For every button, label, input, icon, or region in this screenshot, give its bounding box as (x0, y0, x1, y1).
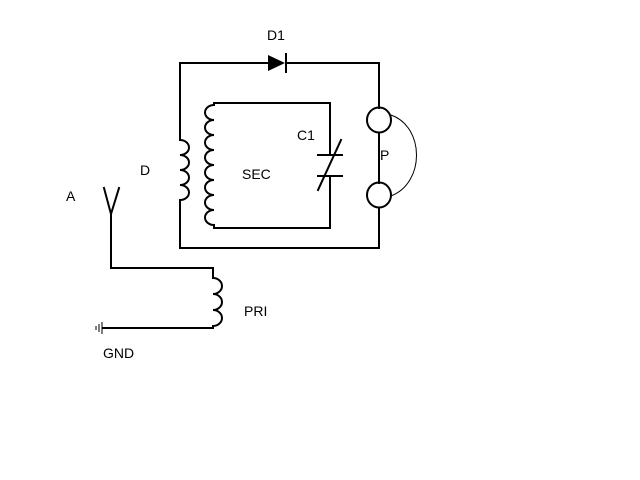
coil-d-symbol (178, 138, 190, 202)
outer-loop-wires (179, 62, 380, 249)
label-sec: SEC (242, 166, 271, 182)
secondary-loop-wires (213, 102, 331, 229)
label-d1: D1 (267, 27, 285, 43)
antenna-symbol (102, 186, 214, 279)
label-d: D (140, 162, 151, 178)
ground-symbol (95, 322, 214, 334)
primary-coil-symbol (211, 276, 223, 328)
variable-capacitor-c1-symbol (316, 138, 343, 192)
label-gnd: GND (103, 345, 135, 361)
diode-d1-symbol (268, 53, 287, 73)
label-pri: PRI (244, 303, 268, 319)
terminal-p-symbol (366, 106, 417, 209)
label-a: A (66, 188, 76, 204)
secondary-coil-symbol (204, 103, 216, 227)
label-p: P (380, 147, 390, 163)
label-c1: C1 (297, 127, 315, 143)
